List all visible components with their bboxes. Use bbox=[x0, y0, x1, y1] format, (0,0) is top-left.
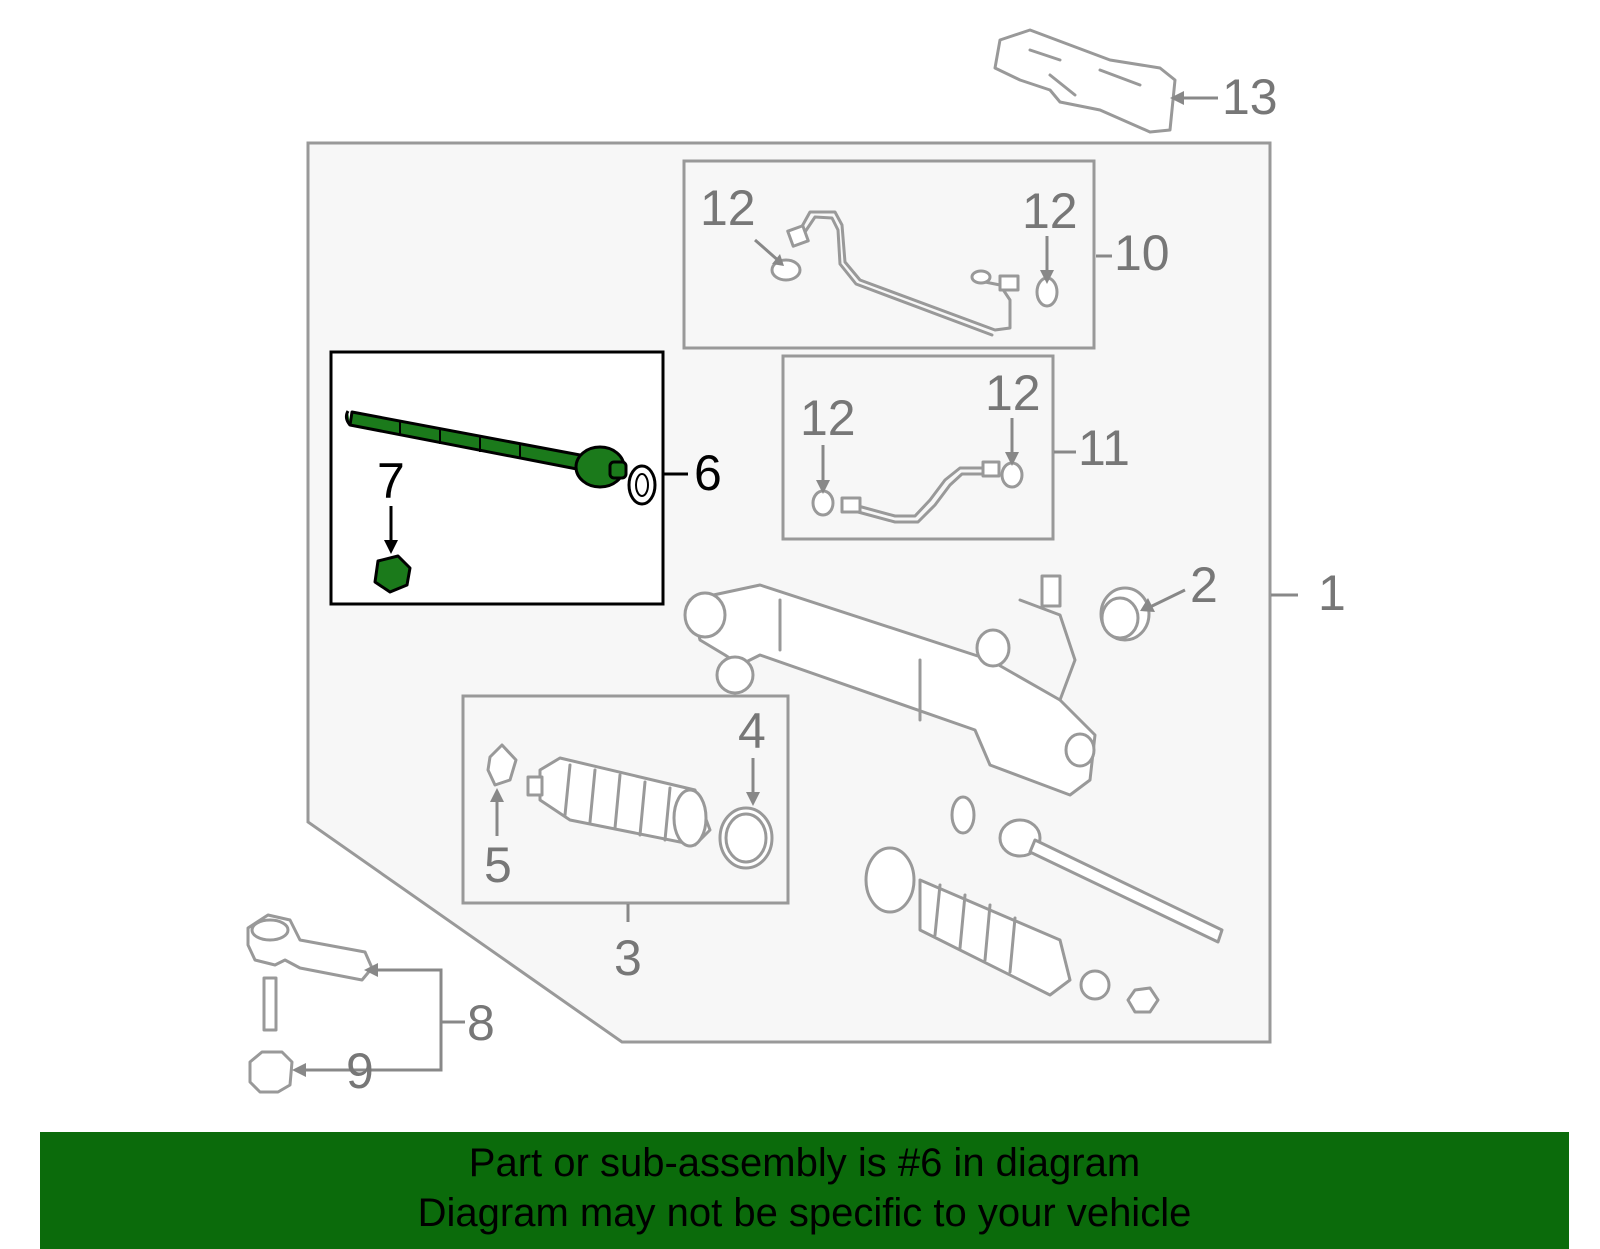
plug-part-2[interactable] bbox=[1099, 586, 1151, 642]
pipe-assembly-part-11[interactable] bbox=[840, 460, 1001, 524]
leader-lines bbox=[300, 96, 1298, 1072]
clamp-part-4[interactable] bbox=[718, 806, 774, 870]
info-banner: Part or sub-assembly is #6 in diagram Di… bbox=[40, 1132, 1569, 1249]
callout-7: 7 bbox=[377, 453, 405, 509]
callout-9: 9 bbox=[346, 1043, 374, 1099]
callout-12-d: 12 bbox=[985, 365, 1041, 421]
callout-1: 1 bbox=[1318, 565, 1346, 621]
boot-lower bbox=[864, 846, 1160, 1014]
callout-12-c: 12 bbox=[800, 390, 856, 446]
nut-part-7[interactable] bbox=[373, 554, 412, 594]
banner-line-1: Part or sub-assembly is #6 in diagram bbox=[468, 1141, 1141, 1185]
steering-rack-housing[interactable] bbox=[683, 574, 1097, 797]
callout-12-a: 12 bbox=[700, 180, 756, 236]
seal-12-c[interactable] bbox=[811, 489, 835, 517]
inner-tie-rod-lower bbox=[998, 818, 1224, 944]
inner-tie-rod-part-6[interactable] bbox=[344, 410, 628, 489]
callout-4: 4 bbox=[738, 703, 766, 759]
parts-diagram: 13 12 12 10 12 12 11 2 1 6 7 4 5 3 8 9 bbox=[246, 28, 1346, 1099]
nut-part-9[interactable] bbox=[248, 1050, 294, 1094]
callout-6: 6 bbox=[694, 445, 722, 501]
seal-12-d[interactable] bbox=[1000, 461, 1024, 489]
callout-3: 3 bbox=[614, 930, 642, 986]
arrowheads bbox=[292, 91, 1184, 1077]
callout-12-b: 12 bbox=[1022, 183, 1078, 239]
outer-tie-rod-part-8[interactable] bbox=[246, 913, 374, 1032]
callout-8: 8 bbox=[467, 995, 495, 1051]
clamp-part-5[interactable] bbox=[486, 743, 518, 787]
callout-2: 2 bbox=[1190, 557, 1218, 613]
callout-5: 5 bbox=[484, 837, 512, 893]
heat-shield-part-13[interactable] bbox=[993, 28, 1177, 134]
callout-11: 11 bbox=[1078, 420, 1130, 476]
pipe-assembly-part-10[interactable] bbox=[786, 210, 1020, 337]
ring-lower bbox=[950, 795, 976, 835]
box-10 bbox=[682, 159, 1096, 350]
callout-13: 13 bbox=[1222, 69, 1278, 125]
callout-10: 10 bbox=[1114, 225, 1170, 281]
boot-part-3[interactable] bbox=[526, 756, 712, 848]
banner-line-2: Diagram may not be specific to your vehi… bbox=[417, 1191, 1192, 1235]
